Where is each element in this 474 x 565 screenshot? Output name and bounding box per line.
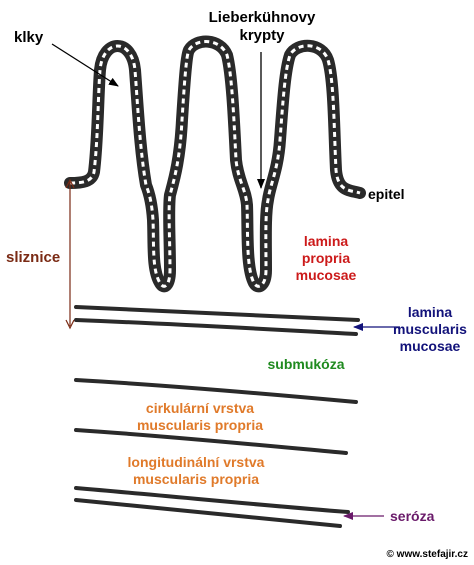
lamina-propria-label-line1: lamina [304,233,349,249]
copyright-credit: © www.stefajir.cz [387,549,468,560]
villi-crypts-surface [64,35,366,293]
muscularis-mucosae-label-line2: muscularis [393,321,467,337]
mucosa-bracket [65,178,75,330]
muscularis-mucosae-line-lower [74,318,358,336]
lamina-propria-label-line2: propria [302,250,350,266]
muscularis-mucosae-line-upper [74,305,360,322]
circular-layer-label-line1: cirkulární vrstva [146,400,254,416]
submucosa-label: submukóza [267,356,344,372]
villi-pointer-arrow [51,43,119,87]
lamina-propria-label-line3: mucosae [296,267,357,283]
circular-layer-line-upper [74,378,358,404]
circular-layer-label-line2: muscularis propria [137,417,263,433]
serosa-label: seróza [390,508,435,524]
mucosa-label: sliznice [6,249,60,266]
longitudinal-layer-line-upper [74,486,350,514]
muscularis-mucosae-label-line3: mucosae [400,338,461,354]
longitudinal-layer-label-line1: longitudinální vrstva [128,454,265,470]
longitudinal-layer-line-lower [74,498,342,528]
wall-layer-lines [74,305,360,528]
crypts-label-line2: krypty [239,27,285,44]
crypts-label-line1: Lieberkühnovy [209,9,316,26]
longitudinal-layer-label-line2: muscularis propria [133,471,259,487]
epithelium-label: epitel [368,186,405,202]
villi-label: klky [14,29,44,46]
circular-layer-line-lower [74,428,348,455]
muscularis-mucosae-label-line1: lamina [408,304,453,320]
